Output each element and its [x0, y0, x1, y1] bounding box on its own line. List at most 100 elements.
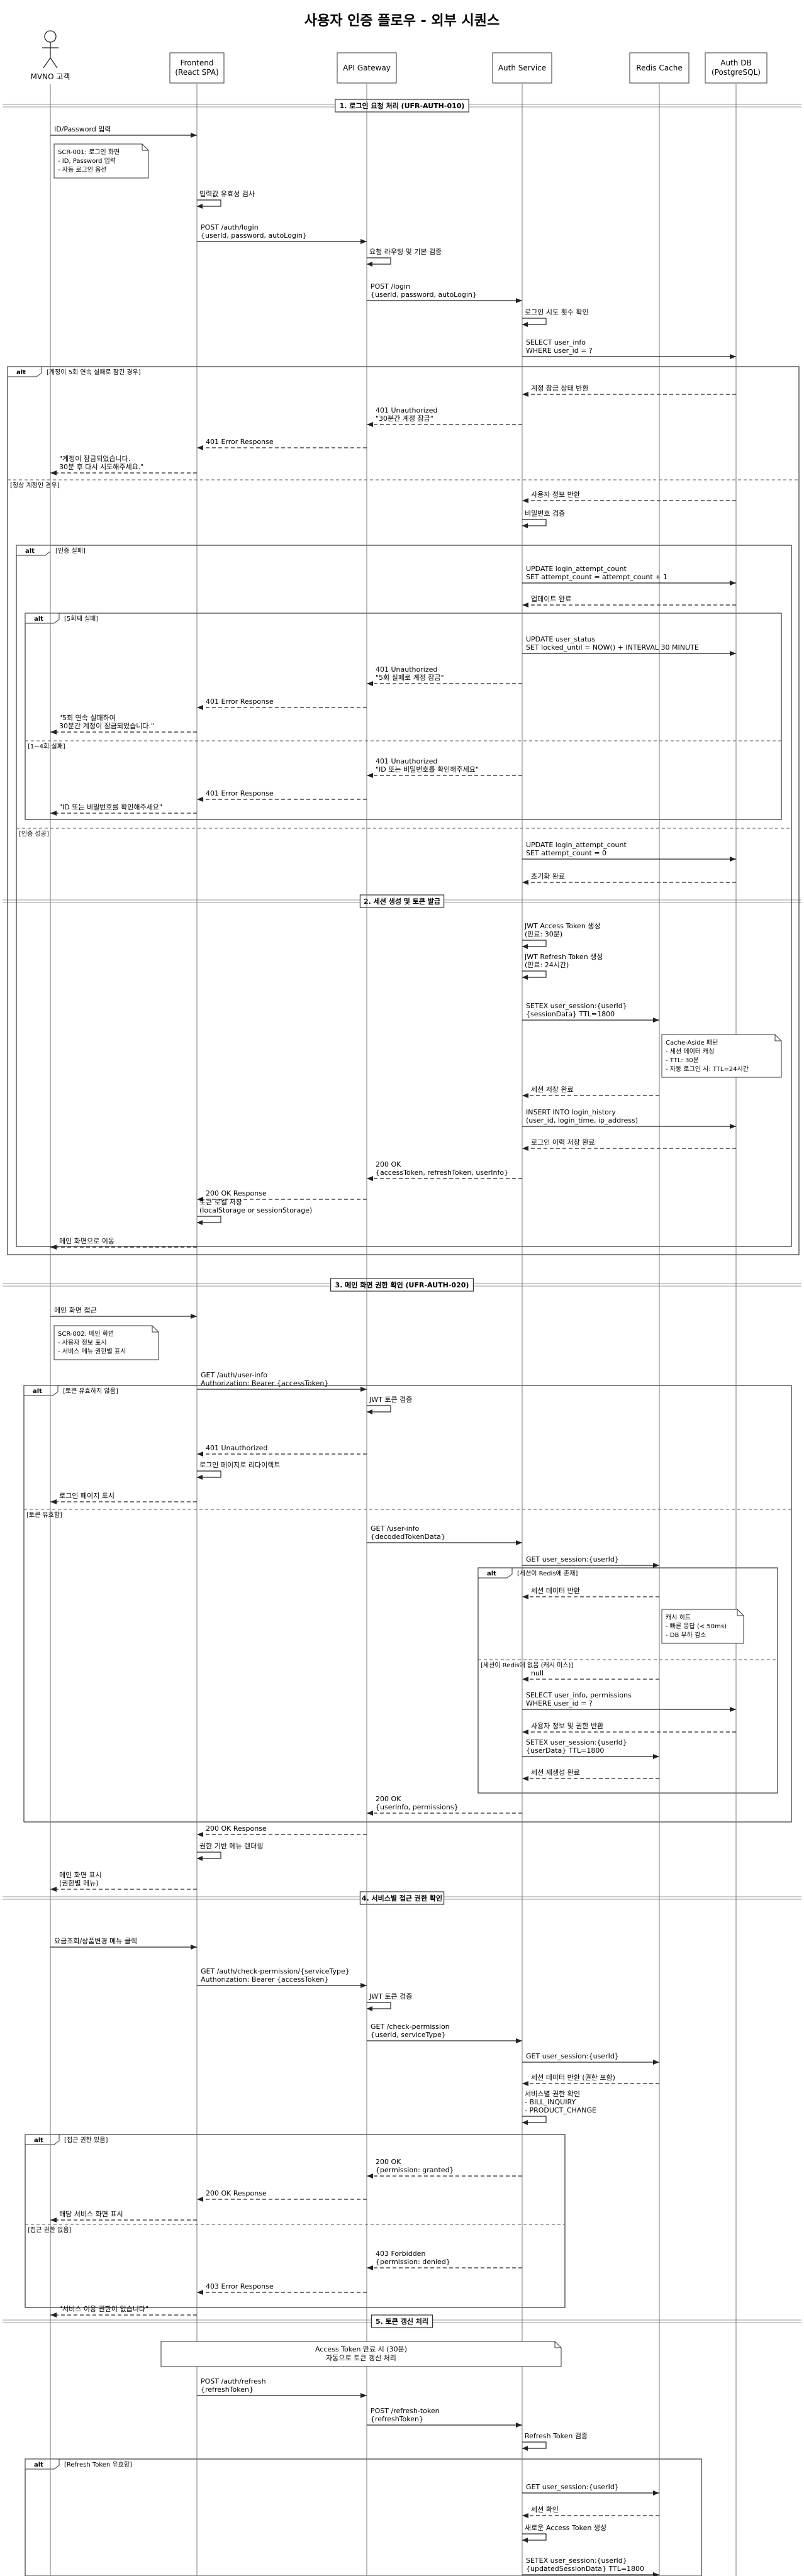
message-label: {userId, serviceType} [371, 2031, 446, 2039]
message-label: GET /check-permission [371, 2023, 450, 2031]
arrow-head [360, 1983, 367, 1988]
message-label: JWT 토큰 검증 [369, 1992, 412, 2001]
message-label: JWT 토큰 검증 [369, 1396, 412, 1404]
message-label: (만료: 30분) [525, 930, 562, 938]
note-fold [774, 1035, 781, 1041]
alt-tag [23, 1385, 59, 1396]
note-text: - ID, Password 입력 [58, 157, 116, 165]
arrow-head [516, 1540, 522, 1545]
arrow-head [50, 2312, 57, 2318]
message-label: 200 OK [376, 1795, 401, 1803]
message-label: 입력값 유효성 검사 [199, 190, 255, 198]
alt-fragment [25, 2458, 702, 2576]
alt-guard: [5회째 실패] [64, 615, 98, 623]
arrow-head [522, 944, 528, 949]
arrow-head [197, 1856, 203, 1861]
arrow-head [516, 2038, 522, 2043]
alt-guard: [접근 권한 있음] [64, 2136, 108, 2144]
alt-guard: [정상 계정인 경우] [10, 481, 60, 489]
message-label: 30분간 계정이 잠금되었습니다." [59, 722, 154, 730]
arrow-head [653, 1563, 659, 1568]
arrow-head [653, 2060, 659, 2065]
message-label: 세션 데이터 반환 (권한 포함) [531, 2074, 615, 2082]
alt-keyword: alt [33, 1388, 42, 1395]
participant-label: API Gateway [343, 64, 391, 72]
section-label: 5. 토큰 갱신 처리 [376, 2317, 428, 2326]
message-label: JWT Access Token 생성 [524, 922, 601, 930]
alt-keyword: alt [34, 2462, 43, 2468]
message-label: 세션 재생성 완료 [531, 1768, 580, 1777]
alt-guard: [인증 실패] [55, 547, 86, 555]
note-text: - 서비스 메뉴 권한별 표시 [58, 1348, 126, 1355]
message-label: SELECT user_info, permissions [526, 1691, 632, 1699]
arrow-head [653, 2490, 659, 2496]
arrow-head [197, 1197, 203, 1202]
message-label: POST /login [371, 282, 410, 291]
note-box [661, 1609, 744, 1644]
message-label: 메인 화면으로 이동 [59, 1237, 114, 1245]
arrow-head [522, 880, 528, 885]
participant-label: (React SPA) [175, 68, 218, 77]
note-text: 캐시 히트 [666, 1614, 691, 1621]
message-label: "계정이 잠금되었습니다. [59, 455, 130, 463]
arrow-head [367, 773, 373, 778]
message-label: 403 Error Response [206, 2282, 274, 2290]
message-label: 401 Error Response [206, 789, 274, 797]
message-label: 403 Forbidden [376, 2250, 425, 2258]
arrow-head [367, 2006, 372, 2011]
message-label: GET user_session:{userId} [526, 2052, 619, 2060]
alt-guard: [토큰 유효하지 않음] [63, 1387, 118, 1395]
message-label: 계정 잠금 상태 반환 [531, 384, 588, 392]
note-text: 자동으로 토큰 갱신 처리 [326, 2354, 396, 2362]
message-label: SET attempt_count = 0 [526, 849, 606, 857]
alt-keyword: alt [487, 1570, 496, 1577]
note-box [160, 2341, 562, 2367]
arrow-head [653, 1018, 659, 1023]
message-label: 요청 라우팅 및 기본 검증 [369, 248, 442, 256]
self-call-arrow [367, 1405, 391, 1413]
arrow-head [730, 1707, 736, 1712]
alt-keyword: alt [16, 369, 26, 376]
participant-label: Frontend [181, 58, 214, 67]
self-call-arrow [197, 199, 221, 207]
message-label: 요금조회/상품변경 메뉴 클릭 [54, 1937, 137, 1945]
message-label: 401 Error Response [206, 697, 274, 706]
alt-guard: [1~4회 실패] [28, 743, 65, 750]
arrow-head [522, 2120, 528, 2125]
message-label: (localStorage or sessionStorage) [199, 1206, 312, 1214]
arrow-head [197, 445, 203, 450]
self-call-arrow [197, 1470, 221, 1478]
arrow-head [197, 1220, 203, 1225]
section-label: 4. 서비스별 접근 권한 확인 [362, 1894, 442, 1902]
arrow-head [367, 422, 373, 427]
arrow-head [197, 1452, 203, 1457]
arrow-head [522, 1093, 528, 1098]
message-label: {refreshToken} [201, 2385, 254, 2394]
self-call-arrow [367, 257, 391, 265]
message-label: "5회 연속 실패하여 [59, 713, 116, 722]
arrow-head [522, 322, 528, 327]
message-label: Authorization: Bearer {accessToken} [201, 1975, 328, 1984]
message-label: - PRODUCT_CHANGE [525, 2106, 596, 2114]
arrow-head [522, 2513, 528, 2518]
message-label: 로그인 이력 저장 완료 [531, 1138, 595, 1146]
message-label: SETEX user_session:{userId} [526, 1738, 627, 1746]
diagram-title: 사용자 인증 플로우 - 외부 시퀀스 [304, 13, 500, 29]
self-call-arrow [522, 2441, 547, 2449]
arrow-head [197, 2197, 203, 2202]
participant-label: Redis Cache [636, 64, 683, 72]
self-call-arrow [522, 940, 547, 947]
arrow-head [50, 1499, 57, 1504]
arrow-head [730, 857, 736, 862]
alt-fragment [477, 1567, 778, 1794]
message-label: Authorization: Bearer {accessToken} [201, 1379, 328, 1387]
note-box [53, 143, 149, 179]
alt-guard: [세션이 Redis에 존재] [517, 1570, 578, 1577]
message-label: {userId, password, autoLogin} [371, 291, 477, 299]
arrow-head [367, 1409, 372, 1414]
message-label: SELECT user_info [526, 338, 586, 347]
arrow-head [730, 354, 736, 359]
self-call-arrow [197, 1852, 221, 1859]
message-label: 200 OK Response [206, 2189, 267, 2197]
